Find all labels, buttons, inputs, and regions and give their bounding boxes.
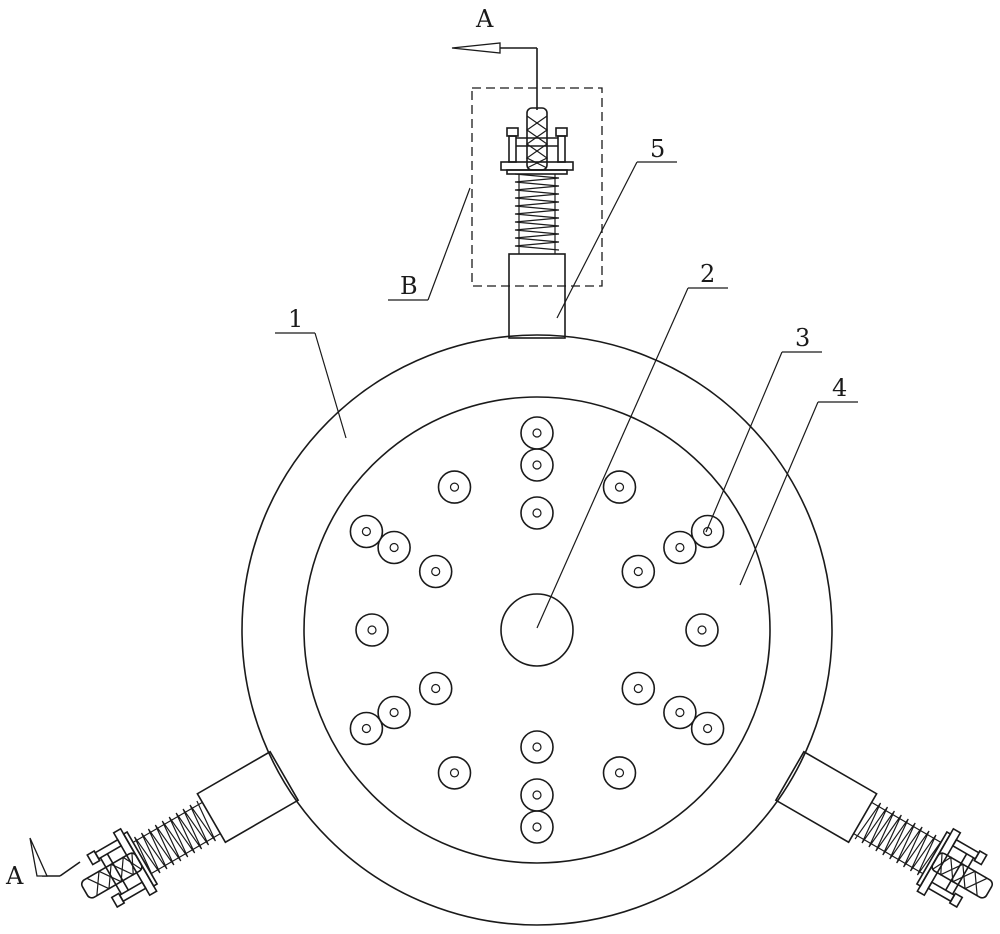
hole [602, 756, 637, 790]
detail-frame [471, 87, 603, 287]
label-3: 3 [795, 324, 810, 352]
label-b: B [400, 272, 418, 300]
leader-5: 5 [556, 135, 677, 319]
leader-1: 1 [275, 305, 347, 439]
hole [663, 695, 697, 730]
hole [349, 514, 384, 549]
hole [690, 711, 725, 746]
hole [418, 671, 453, 706]
hole [377, 695, 411, 730]
label-5: 5 [650, 135, 665, 163]
hole [690, 514, 725, 549]
label-4: 4 [832, 374, 847, 402]
section-marker-left: A [5, 837, 81, 890]
spring-assembly-3 [771, 744, 1000, 923]
hole [663, 530, 697, 565]
spring-assembly-1 [500, 107, 574, 339]
leader-4: 4 [739, 374, 858, 586]
hole [520, 448, 554, 482]
leader-3: 3 [705, 324, 822, 533]
section-label-left: A [5, 862, 24, 890]
hole [685, 613, 719, 647]
hole [437, 756, 472, 790]
leader-2: 2 [536, 260, 728, 629]
hole [349, 711, 384, 746]
outer-ring [241, 334, 833, 926]
center-hole [500, 593, 574, 667]
leader-b: B [388, 187, 471, 301]
label-1: 1 [288, 305, 303, 333]
hole [418, 554, 453, 589]
label-2: 2 [700, 260, 715, 288]
hole [602, 470, 637, 504]
hole [520, 778, 554, 812]
hole [377, 530, 411, 565]
section-marker-top: A [451, 5, 538, 110]
hole [520, 416, 554, 450]
hole [520, 496, 554, 530]
hole [621, 554, 656, 589]
hole [520, 810, 554, 844]
inner-disc [303, 396, 771, 864]
hole [520, 730, 554, 764]
hole [621, 671, 656, 706]
section-label-top: A [475, 5, 494, 33]
hole [437, 470, 472, 504]
hole-pattern [349, 416, 725, 844]
spring-assembly-2 [66, 744, 303, 923]
hole [355, 613, 389, 647]
